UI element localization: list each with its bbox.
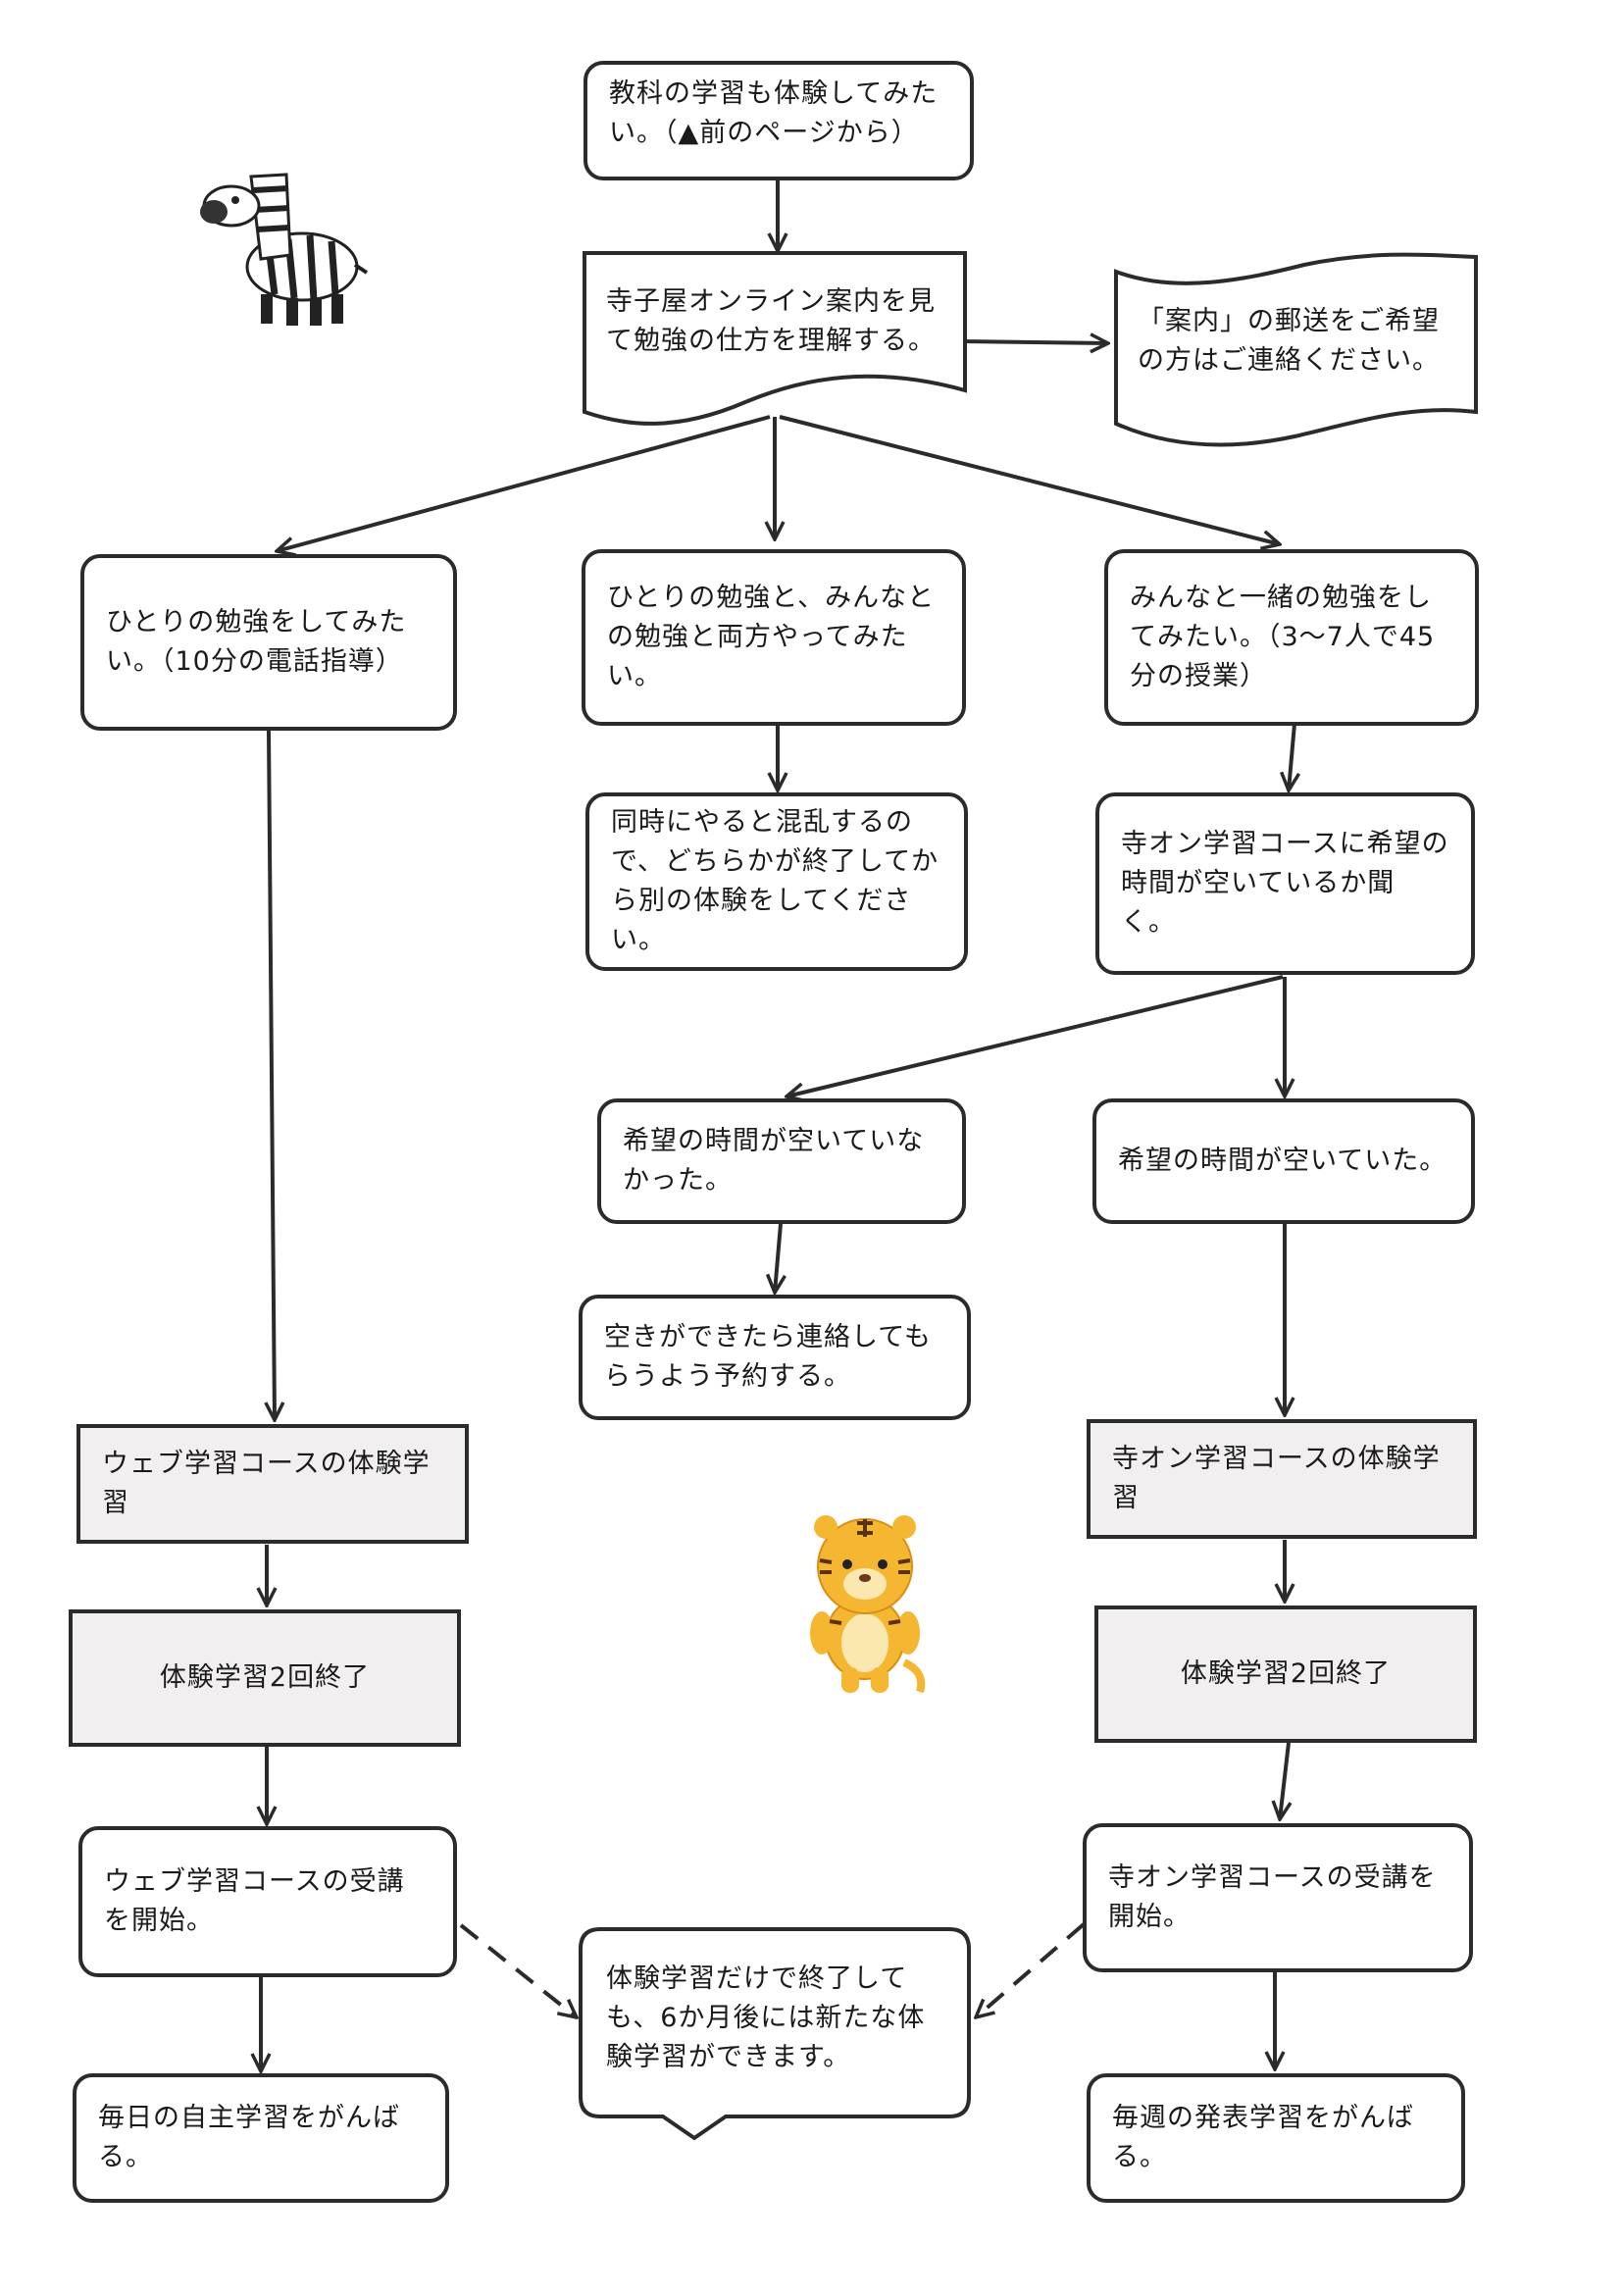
arrow-solo-webtrial [269,730,275,1420]
arrow-group-ask [1289,723,1294,790]
arrow-guide-group [779,415,1280,544]
arrow-notfree-reserve [775,1223,781,1293]
node-retry: 体験学習だけで終了しても、6か月後には新たな体験学習ができます。 [606,1963,926,2072]
node-group: みんなと一緒の勉強をしてみたい。（3〜7人で45分の授業） [1104,549,1479,726]
mail-document-shape [1114,252,1478,447]
zebra-illustration [200,173,369,326]
arrow-ask-notfree [787,975,1284,1096]
node-free: 希望の時間が空いていた。 [1092,1098,1475,1224]
node-tera-done: 体験学習2回終了 [1094,1606,1477,1743]
arrow-teradone-start [1280,1742,1289,1819]
node-not-free: 希望の時間が空いていなかった。 [597,1098,966,1224]
node-tera-trial: 寺オン学習コースの体験学習 [1087,1419,1477,1539]
node-reserve: 空きができたら連絡してもらうよう予約する。 [579,1295,971,1420]
node-mail: 「案内」の郵送をご希望の方はご連絡ください。 [1138,306,1440,376]
dashed-arrow-web-retry [459,1923,577,2017]
node-both-note: 同時にやると混乱するので、どちらかが終了してから別の体験をしてください。 [585,792,968,971]
node-web-start: ウェブ学習コースの受講を開始。 [78,1826,457,1977]
node-web-done: 体験学習2回終了 [69,1609,461,1747]
dashed-arrow-tera-retry [976,1922,1086,2017]
node-tera-start: 寺オン学習コースの受講を開始。 [1083,1823,1473,1972]
node-start: 教科の学習も体験してみたい。（▲前のページから） [584,61,974,180]
node-tera-weekly: 毎週の発表学習をがんばる。 [1087,2073,1465,2203]
node-both: ひとりの勉強と、みんなとの勉強と両方やってみたい。 [582,549,966,726]
node-solo: ひとりの勉強をしてみたい。（10分の電話指導） [80,554,457,731]
retry-callout-shape [579,1927,971,2141]
guide-document-shape [583,251,967,426]
node-web-daily: 毎日の自主学習をがんばる。 [73,2073,449,2203]
node-web-trial: ウェブ学習コースの体験学習 [76,1424,469,1544]
node-ask: 寺オン学習コースに希望の時間が空いているか聞く。 [1095,792,1475,975]
tiger-illustration [810,1515,926,1694]
arrow-guide-mail [960,341,1108,343]
node-guide: 寺子屋オンライン案内を見て勉強の仕方を理解する。 [606,286,936,356]
arrow-guide-solo [277,415,771,551]
